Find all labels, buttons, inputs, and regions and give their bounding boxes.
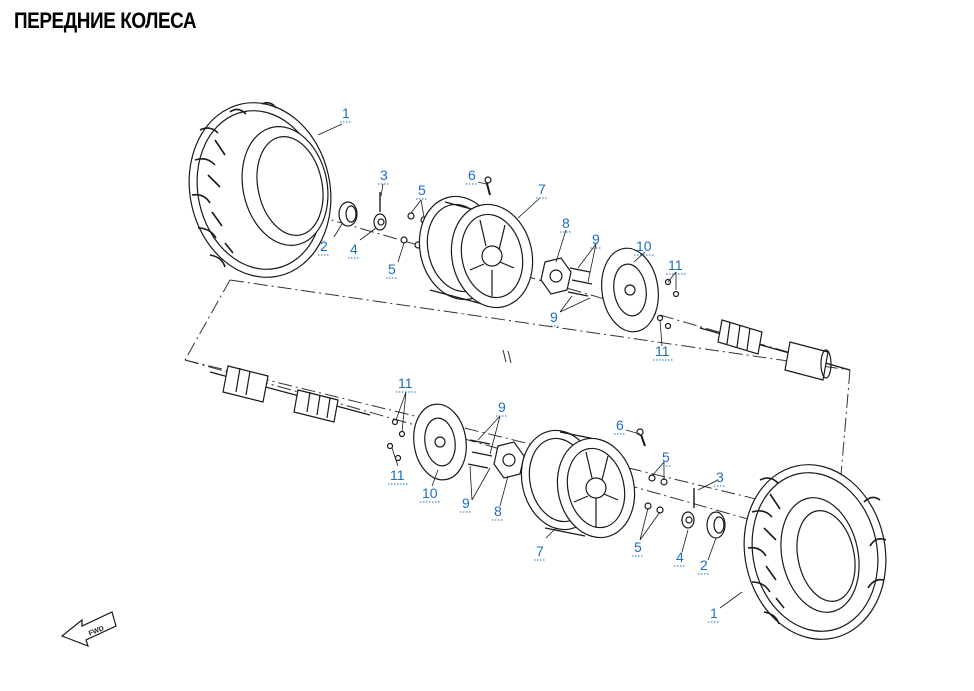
callout-label: 8	[494, 503, 502, 519]
callout-labels: 1 2 3 4 5 5 6 7 8 9 9 10 11 11 11 11 10 …	[318, 105, 726, 623]
lug-nuts-lower	[644, 474, 668, 514]
disc-bolts-lower	[386, 418, 406, 462]
drive-shaft-upper	[699, 319, 851, 381]
hub-cap-upper	[338, 201, 358, 227]
valve-lower	[636, 428, 646, 447]
callout-label: 11	[668, 257, 683, 273]
valve-upper	[484, 176, 492, 196]
callout-label: 8	[562, 215, 570, 231]
callout-label: 5	[662, 449, 670, 465]
callout-label: 10	[636, 238, 652, 254]
callout-label: 1	[342, 105, 350, 121]
tire-lower	[743, 464, 887, 640]
callout-label: 11	[398, 375, 413, 391]
callout-label: 11	[655, 343, 670, 359]
callout-label: 5	[634, 539, 642, 555]
drive-shaft-lower	[209, 365, 371, 423]
brake-disc-upper	[601, 247, 659, 333]
callout-label: 5	[418, 182, 426, 198]
nut-lower	[681, 511, 695, 529]
rim-upper	[418, 195, 534, 309]
callout-label: 9	[462, 495, 470, 511]
callout-label: 4	[350, 241, 358, 257]
callout-label: 1	[710, 605, 718, 621]
callout-label: 4	[676, 549, 684, 565]
disc-bolts-upper	[656, 278, 680, 330]
callout-label: 11	[390, 467, 405, 483]
direction-arrow-icon: FWD	[60, 611, 117, 648]
nut-upper	[373, 213, 387, 231]
rim-lower	[520, 429, 636, 539]
page-title: ПЕРЕДНИЕ КОЛЕСА	[14, 8, 197, 33]
callout-label: 6	[616, 417, 624, 433]
hub-cap-lower	[706, 511, 726, 539]
hub-lower	[493, 441, 525, 479]
studs-lower	[467, 439, 493, 469]
callout-label: 9	[498, 399, 506, 415]
hub-upper	[540, 257, 572, 295]
studs-upper	[567, 267, 593, 297]
callout-label: 9	[592, 231, 600, 247]
callout-label: 9	[550, 309, 558, 325]
callout-label: 3	[716, 469, 724, 485]
tire-upper	[188, 101, 332, 278]
callout-label: 2	[320, 238, 328, 254]
callout-label: 5	[388, 261, 396, 277]
callout-label: 6	[468, 167, 476, 183]
callout-label: 10	[422, 485, 438, 501]
leader-lines	[317, 123, 743, 609]
callout-label: 7	[536, 543, 544, 559]
brake-disc-lower	[413, 403, 467, 481]
callout-label: 2	[700, 557, 708, 573]
callout-label: 7	[538, 181, 546, 197]
callout-label: 3	[380, 167, 388, 183]
